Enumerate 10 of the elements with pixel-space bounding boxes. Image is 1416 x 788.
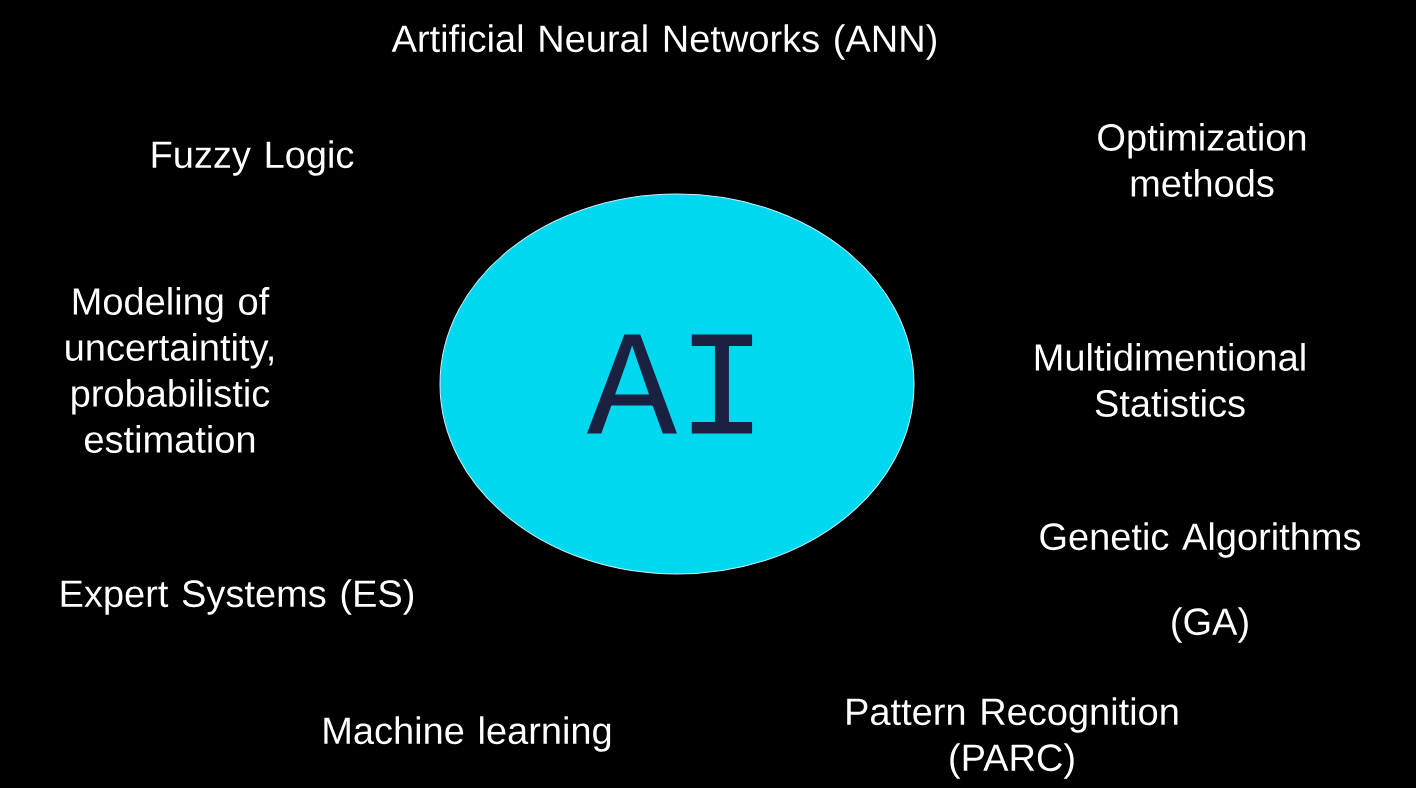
label: Machine learning [324, 716, 611, 752]
label: Artificial Neural Networks (ANN) [391, 24, 936, 60]
label: Multidimentional Statistics [1035, 343, 1305, 417]
label: Genetic Algorithms [1040, 522, 1361, 558]
label: Optimization methods [1098, 123, 1306, 197]
label: Modeling of uncertaintity, probabilistic estimation [66, 287, 273, 453]
label: Fuzzy Logic [152, 140, 354, 176]
label: Pattern Recognition (PARC) [847, 697, 1178, 779]
label: (GA) [1172, 607, 1248, 643]
label: Expert Systems (ES) [61, 579, 414, 615]
